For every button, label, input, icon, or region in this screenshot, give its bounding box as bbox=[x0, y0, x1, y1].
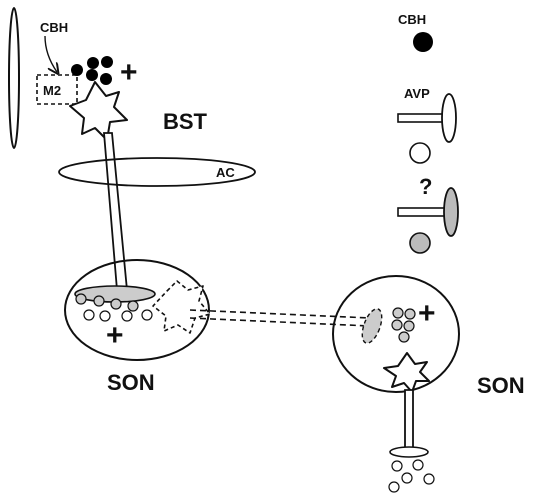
cbh-label-top: CBH bbox=[40, 20, 68, 35]
plus-sign-son-left: + bbox=[106, 319, 124, 352]
bst-axon bbox=[104, 133, 127, 290]
dashed-projection-top bbox=[190, 310, 370, 318]
ventricle-shape bbox=[9, 8, 19, 148]
cbh-dot bbox=[86, 69, 98, 81]
plus-sign-son-right: + bbox=[418, 297, 436, 330]
legend-avp-axon bbox=[398, 114, 445, 122]
vesicle-grey bbox=[111, 299, 121, 309]
cbh-dot bbox=[87, 57, 99, 69]
son-left-dashed-neuron bbox=[153, 281, 210, 333]
vesicle-grey bbox=[392, 320, 402, 330]
legend-unknown-terminal bbox=[444, 188, 458, 236]
legend-unknown-label: ? bbox=[419, 174, 432, 199]
legend-unknown-axon bbox=[398, 208, 445, 216]
bst-label: BST bbox=[163, 109, 208, 134]
vesicle-white bbox=[389, 482, 399, 492]
legend-avp-terminal bbox=[442, 94, 456, 142]
vesicle-white bbox=[392, 461, 402, 471]
vesicle-grey bbox=[405, 309, 415, 319]
son-left-label: SON bbox=[107, 370, 155, 395]
legend-unknown-vesicle bbox=[410, 233, 430, 253]
dashed-projection-bottom bbox=[190, 318, 370, 326]
bst-neuron-soma bbox=[70, 82, 127, 140]
ac-label: AC bbox=[216, 165, 235, 180]
son-right-axon bbox=[405, 390, 413, 450]
m2-label: M2 bbox=[43, 83, 61, 98]
vesicle-white bbox=[142, 310, 152, 320]
cbh-dot bbox=[101, 56, 113, 68]
vesicle-white bbox=[402, 473, 412, 483]
cbh-dot bbox=[71, 64, 83, 76]
vesicle-grey bbox=[399, 332, 409, 342]
vesicle-grey bbox=[393, 308, 403, 318]
vesicle-white bbox=[413, 460, 423, 470]
vesicle-grey bbox=[128, 301, 138, 311]
legend-cbh-dot bbox=[413, 32, 433, 52]
legend-avp-vesicle bbox=[410, 143, 430, 163]
vesicle-grey bbox=[94, 296, 104, 306]
legend-cbh-label: CBH bbox=[398, 12, 426, 27]
vesicle-grey bbox=[404, 321, 414, 331]
plus-sign-bst: + bbox=[120, 56, 138, 89]
vesicle-white bbox=[424, 474, 434, 484]
son-right-axon-terminal bbox=[390, 447, 428, 457]
vesicle-white bbox=[84, 310, 94, 320]
son-right-label: SON bbox=[477, 373, 525, 398]
legend-avp-label: AVP bbox=[404, 86, 430, 101]
vesicle-grey bbox=[76, 294, 86, 304]
cbh-dot bbox=[100, 73, 112, 85]
cbh-arrow bbox=[45, 36, 57, 72]
